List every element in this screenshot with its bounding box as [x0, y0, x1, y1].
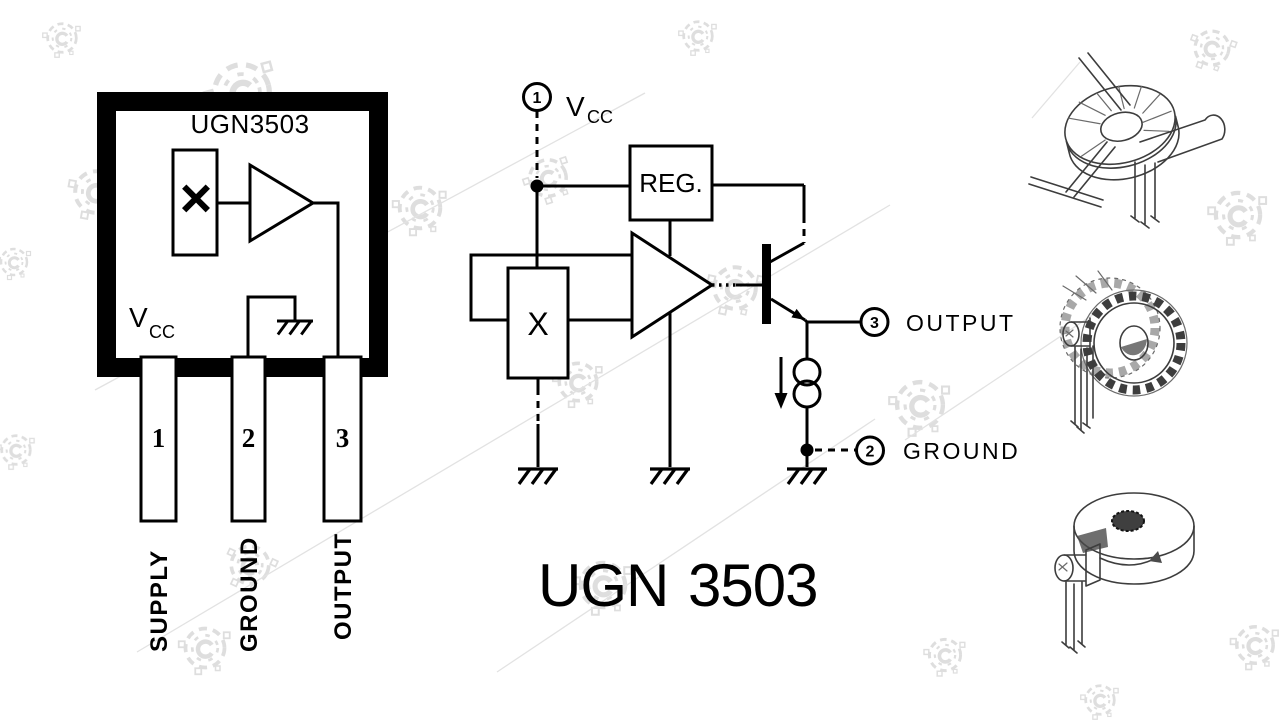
pin-label: SUPPLY: [146, 549, 173, 652]
wire-emitter-to-output: [803, 318, 861, 324]
vcc-label: V: [129, 302, 148, 333]
ground-symbol: [785, 467, 829, 486]
regulator-label: REG.: [639, 168, 703, 198]
package-title: UGN3503: [190, 109, 309, 139]
pin-number: 2: [242, 423, 256, 453]
output-label: OUTPUT: [906, 310, 1016, 336]
vcc-label: V: [566, 91, 585, 122]
terminal-1-circle: [522, 82, 552, 112]
gear-hub-hole: [1119, 325, 1149, 361]
terminal-3-number: 3: [870, 315, 879, 332]
vcc-subscript: CC: [149, 322, 175, 342]
pin-number: 1: [152, 423, 166, 453]
pin-1: 1 SUPPLY: [139, 355, 178, 652]
conductor-wires: [1065, 52, 1131, 198]
transistor-collector: [769, 241, 805, 264]
part-number: UGN 3503: [538, 552, 818, 619]
terminal-1-number: 1: [533, 90, 542, 107]
part-number-digits: 3503: [688, 552, 817, 619]
gear-depth-lines: [1062, 270, 1113, 301]
pin-lead: [230, 355, 267, 523]
wire-pin2-to-ground: [246, 295, 297, 357]
sensor-leads: [1130, 161, 1160, 229]
terminal-3-circle: [859, 307, 890, 337]
emitter-arrowhead: [791, 308, 805, 320]
regulator-box: [628, 144, 714, 222]
part-number-prefix: UGN: [538, 552, 668, 619]
vcc-subscript: CC: [587, 107, 613, 127]
pin-3: 3 OUTPUT: [322, 355, 363, 640]
terminal-2-number: 2: [866, 444, 875, 461]
hall-element-symbol: X: [527, 306, 548, 342]
toroid-windings: [1068, 85, 1172, 157]
hairpin-loop: [1139, 114, 1226, 163]
amplifier-symbol: [630, 230, 715, 340]
wire-reg-to-collector: [712, 183, 806, 216]
pin-2: 2 GROUND: [230, 355, 267, 652]
disc-sensor: [1054, 543, 1101, 654]
pin-label: GROUND: [236, 536, 263, 652]
lower-wire: [1028, 176, 1104, 208]
wire-amp-to-pin3: [313, 201, 340, 357]
package-outline: [97, 92, 388, 377]
hall-element-symbol: ×: [180, 166, 213, 229]
disc-sketch: [1054, 492, 1195, 654]
sensor-leads: [1070, 345, 1094, 434]
disc-hub: [1111, 510, 1145, 532]
pin-number: 3: [336, 423, 350, 453]
terminal-2-circle: [855, 435, 885, 466]
pin-label: OUTPUT: [330, 532, 357, 640]
gear-sensor: [1062, 317, 1094, 434]
current-source-circle-top: [792, 357, 822, 387]
transistor-base-bar: [762, 244, 771, 324]
hall-element-box: [506, 266, 570, 380]
current-arrow-head: [774, 393, 788, 409]
ground-symbol: [516, 467, 560, 486]
rotation-arrow-head: [1149, 551, 1162, 563]
sensor-gap-shading: [1077, 528, 1108, 553]
ground-symbol: [648, 467, 692, 486]
pin-lead: [322, 355, 363, 523]
application-sketches: [1028, 52, 1226, 654]
sensor-leads: [1061, 581, 1086, 654]
amplifier-symbol: [248, 162, 316, 244]
pin-lead: [139, 355, 178, 523]
toroid-core-sketch: [1028, 52, 1226, 229]
ground-label: GROUND: [903, 438, 1020, 464]
gear-sketch: [1059, 270, 1188, 434]
package-pinout-diagram: UGN3503 × V CC 1 SUPPLY 2 GROUND 3 OUTPU…: [97, 92, 388, 652]
functional-schematic: 1 V CC REG. X 3 OUTPUT: [469, 82, 1020, 486]
wire-hall-amp-loop: [469, 253, 632, 322]
